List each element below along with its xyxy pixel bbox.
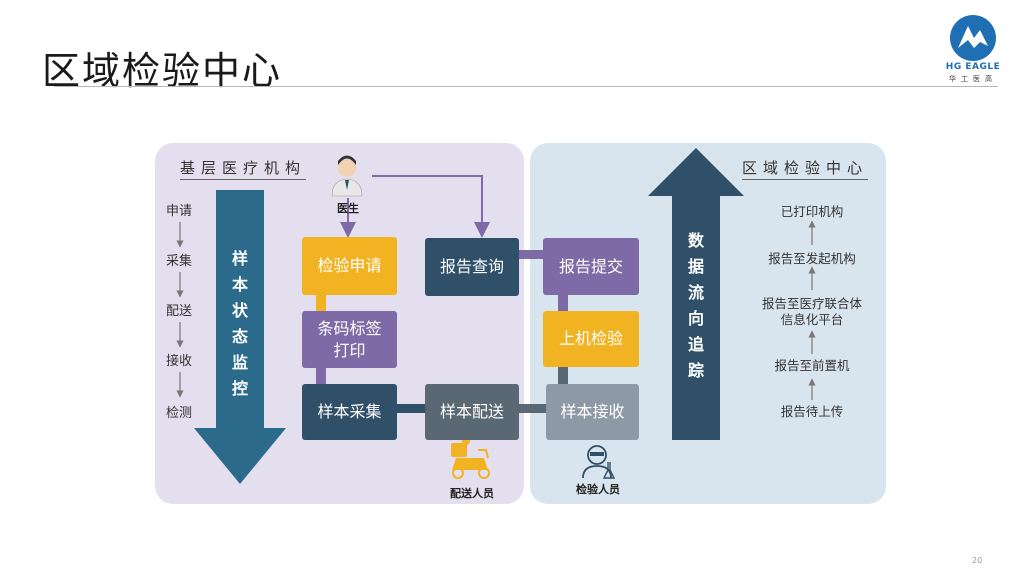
machine-testing-box: 上机检验 — [543, 311, 639, 367]
page-number: 20 — [972, 556, 983, 565]
sample-receive-box: 样本接收 — [546, 384, 639, 440]
connector — [519, 404, 546, 413]
left-panel-title: 基层医疗机构 — [180, 157, 307, 180]
delivery-person-label: 配送人员 — [450, 487, 494, 500]
sample-status-arrow — [194, 190, 286, 484]
barcode-label-print-box: 条码标签打印 — [302, 311, 397, 368]
step-printed-org: 已打印机构 — [780, 204, 844, 219]
connector — [558, 367, 568, 384]
connector — [558, 295, 568, 311]
report-query-box: 报告查询 — [425, 238, 519, 296]
sample-status-monitor-label: 样本状态监控 — [231, 249, 248, 398]
lab-application-box: 检验申请 — [302, 237, 397, 295]
step-report-to-alliance-platform: 报告至医疗联合体信息化平台 — [761, 296, 862, 327]
connector — [316, 368, 326, 384]
sample-collection-box: 样本采集 — [302, 384, 397, 440]
step-report-pending-upload: 报告待上传 — [780, 404, 844, 419]
title-divider — [54, 86, 998, 87]
report-submit-box: 报告提交 — [543, 238, 639, 295]
logo-subtitle: 华工医高 — [949, 75, 997, 83]
page-title: 区域检验中心 — [42, 49, 283, 93]
stage-apply: 申请 — [166, 204, 193, 219]
hg-eagle-logo — [950, 15, 996, 61]
data-flow-arrow — [648, 148, 744, 440]
inspector-label: 检验人员 — [576, 483, 620, 496]
stage-deliver: 配送 — [166, 304, 193, 319]
doctor-label: 医生 — [337, 202, 359, 215]
delivery-scooter-icon — [451, 437, 490, 479]
sample-delivery-box: 样本配送 — [425, 384, 519, 440]
stage-receive: 接收 — [166, 354, 193, 369]
connector — [519, 250, 543, 259]
step-report-to-origin: 报告至发起机构 — [768, 251, 856, 266]
data-flow-trace-label: 数据流向追踪 — [687, 231, 704, 380]
step-report-to-front-end: 报告至前置机 — [774, 358, 850, 373]
logo-name: HG EAGLE — [945, 62, 1001, 72]
connector — [397, 404, 425, 413]
right-panel-title: 区域检验中心 — [742, 157, 869, 180]
doctor-icon — [331, 155, 363, 197]
doctor-to-report-query-arrow — [372, 175, 490, 238]
connector — [316, 295, 326, 311]
lab-inspector-icon — [582, 445, 616, 479]
stage-test: 检测 — [166, 406, 193, 421]
stage-collect: 采集 — [166, 254, 193, 269]
